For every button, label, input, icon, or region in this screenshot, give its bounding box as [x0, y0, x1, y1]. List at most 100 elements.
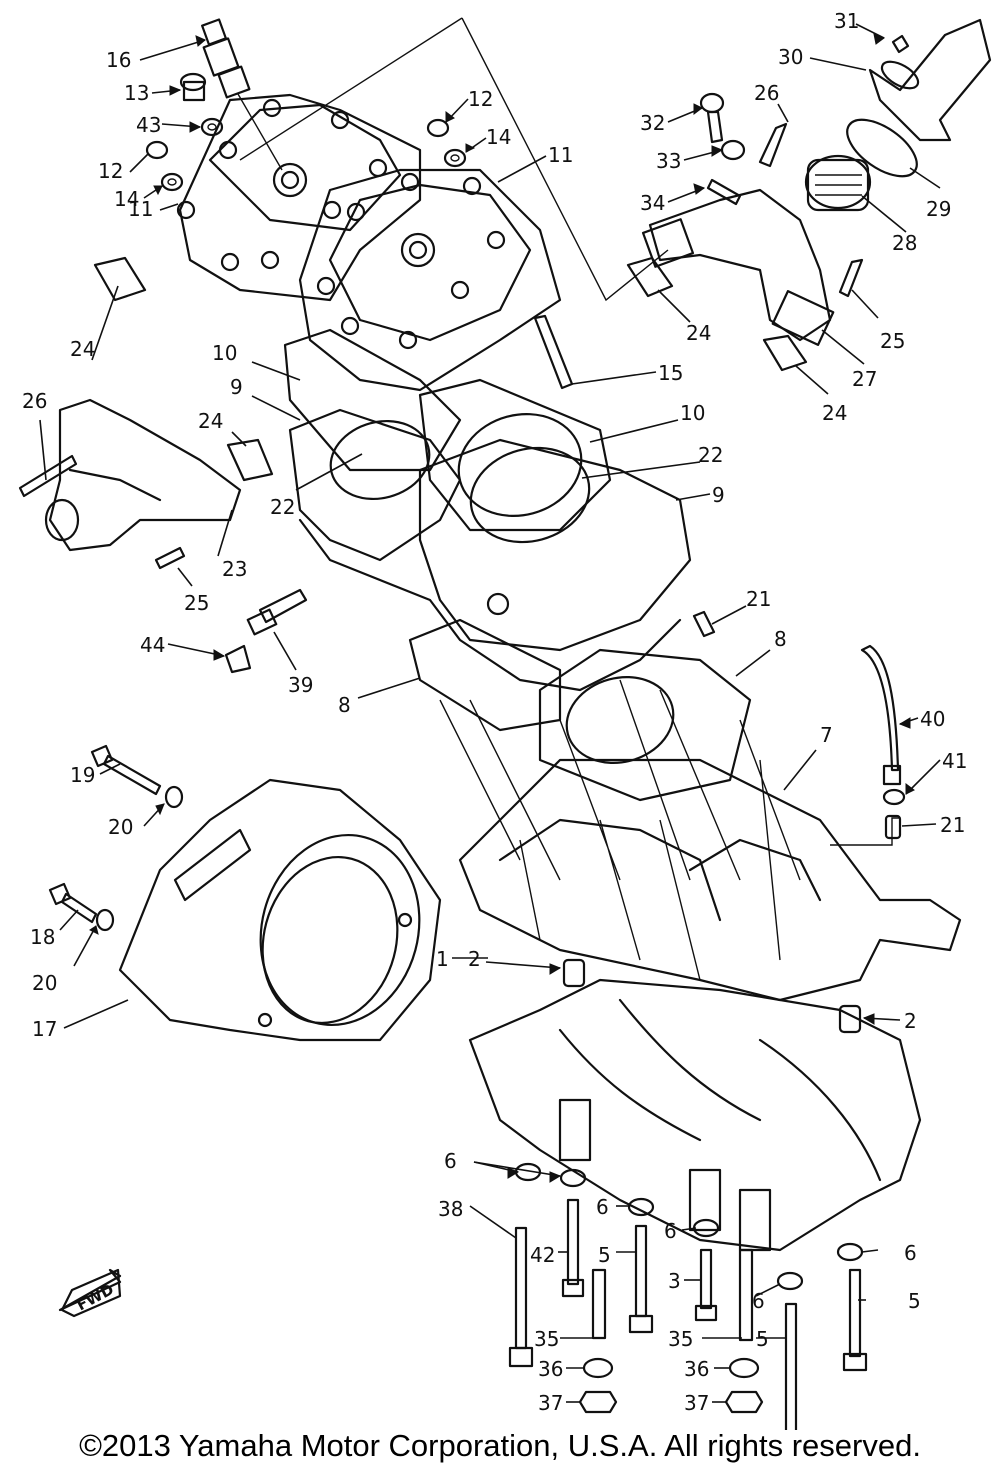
- gaskets-24: [93, 256, 808, 482]
- sensor-16: [201, 18, 283, 171]
- callout-6: 6: [596, 1195, 609, 1219]
- callout-27: 27: [852, 367, 877, 391]
- crankcase-lower-1: [468, 978, 922, 1252]
- callout-6: 6: [752, 1289, 765, 1313]
- callout-6: 6: [664, 1219, 677, 1243]
- callout-25: 25: [880, 329, 905, 353]
- callout-17: 17: [32, 1017, 57, 1041]
- callout-42: 42: [530, 1243, 555, 1267]
- callout-24: 24: [822, 401, 847, 425]
- bolt-19: [90, 744, 162, 796]
- housing-17: [118, 778, 442, 1042]
- callout-28: 28: [892, 231, 917, 255]
- callout-20: 20: [108, 815, 133, 839]
- fwd-arrow: FWD: [58, 1268, 122, 1318]
- leader-lines: [39, 23, 941, 1403]
- cap-13: [179, 72, 207, 102]
- dowels-2: [562, 958, 862, 1034]
- callout-18: 18: [30, 925, 55, 949]
- callout-21: 21: [940, 813, 965, 837]
- callout-26: 26: [22, 389, 47, 413]
- washers-head: [145, 117, 467, 192]
- callout-11: 11: [128, 197, 153, 221]
- callout-5: 5: [598, 1243, 611, 1267]
- washer-20-bottom: [95, 908, 115, 932]
- callout-25: 25: [184, 591, 209, 615]
- gasket-10-left: [283, 328, 462, 472]
- water-elbow-27: [641, 188, 835, 346]
- cylinder-head-left: [176, 93, 422, 302]
- callout-labels: 16 13 43 12 14 11 12 14 11 31 30 26 32 3…: [22, 9, 967, 1415]
- callout-5: 5: [756, 1327, 769, 1351]
- callout-37: 37: [538, 1391, 563, 1415]
- callout-29: 29: [926, 197, 951, 221]
- callout-30: 30: [778, 45, 803, 69]
- callout-44: 44: [140, 633, 165, 657]
- callout-2: 2: [468, 947, 481, 971]
- callout-33: 33: [656, 149, 681, 173]
- clip-41: [882, 788, 906, 806]
- callout-12: 12: [98, 159, 123, 183]
- gasket-10-right: [418, 378, 612, 532]
- callout-36: 36: [684, 1357, 709, 1381]
- cylinder-block: [288, 408, 692, 692]
- callout-10: 10: [680, 401, 705, 425]
- crankcase-upper-7: [439, 679, 962, 1002]
- callout-22: 22: [270, 495, 295, 519]
- callout-11: 11: [548, 143, 573, 167]
- callout-14: 14: [486, 125, 511, 149]
- callout-21: 21: [746, 587, 771, 611]
- thermostat-cover-30: [868, 18, 992, 142]
- bolt-18: [48, 882, 98, 924]
- base-gasket-8-left: [408, 618, 562, 732]
- callout-24: 24: [198, 409, 223, 433]
- spark-plug-39: [246, 588, 308, 636]
- callout-15: 15: [658, 361, 683, 385]
- cylinder-head-right: [298, 168, 562, 392]
- callout-24: 24: [70, 337, 95, 361]
- callout-26: 26: [754, 81, 779, 105]
- exploded-parts-diagram: FWD: [18, 9, 992, 1430]
- callout-14: 14: [114, 187, 139, 211]
- callout-10: 10: [212, 341, 237, 365]
- copyright-notice: ©2013 Yamaha Motor Corporation, U.S.A. A…: [79, 1428, 921, 1463]
- callout-6: 6: [444, 1149, 457, 1173]
- callout-9: 9: [230, 375, 243, 399]
- reference-lines: [239, 17, 900, 846]
- base-gasket-8-right: [538, 648, 752, 802]
- leader-arrowheads: [89, 33, 915, 1183]
- callout-7: 7: [820, 723, 833, 747]
- washer-20-top: [164, 785, 184, 809]
- callout-2: 2: [904, 1009, 917, 1033]
- callout-5: 5: [908, 1289, 921, 1313]
- hose-40: [860, 644, 902, 786]
- callout-36: 36: [538, 1357, 563, 1381]
- pin-21-top: [692, 610, 716, 638]
- callout-39: 39: [288, 673, 313, 697]
- callout-23: 23: [222, 557, 247, 581]
- callout-6: 6: [904, 1241, 917, 1265]
- callout-41: 41: [942, 749, 967, 773]
- callout-32: 32: [640, 111, 665, 135]
- pin-21-right: [884, 814, 902, 840]
- callout-20: 20: [32, 971, 57, 995]
- callout-43: 43: [136, 113, 161, 137]
- callout-24: 24: [686, 321, 711, 345]
- manifold-23: [18, 398, 242, 570]
- callout-9: 9: [712, 483, 725, 507]
- callout-12: 12: [468, 87, 493, 111]
- stud-15: [533, 314, 574, 390]
- callout-35: 35: [668, 1327, 693, 1351]
- callout-22: 22: [698, 443, 723, 467]
- cap-44: [224, 644, 252, 674]
- nuts-37: [578, 1390, 764, 1414]
- washers-36: [582, 1357, 760, 1379]
- callout-40: 40: [920, 707, 945, 731]
- callout-35: 35: [534, 1327, 559, 1351]
- callout-8: 8: [338, 693, 351, 717]
- thermostat-28: [804, 154, 872, 212]
- callout-13: 13: [124, 81, 149, 105]
- callout-34: 34: [640, 191, 665, 215]
- callout-19: 19: [70, 763, 95, 787]
- callout-38: 38: [438, 1197, 463, 1221]
